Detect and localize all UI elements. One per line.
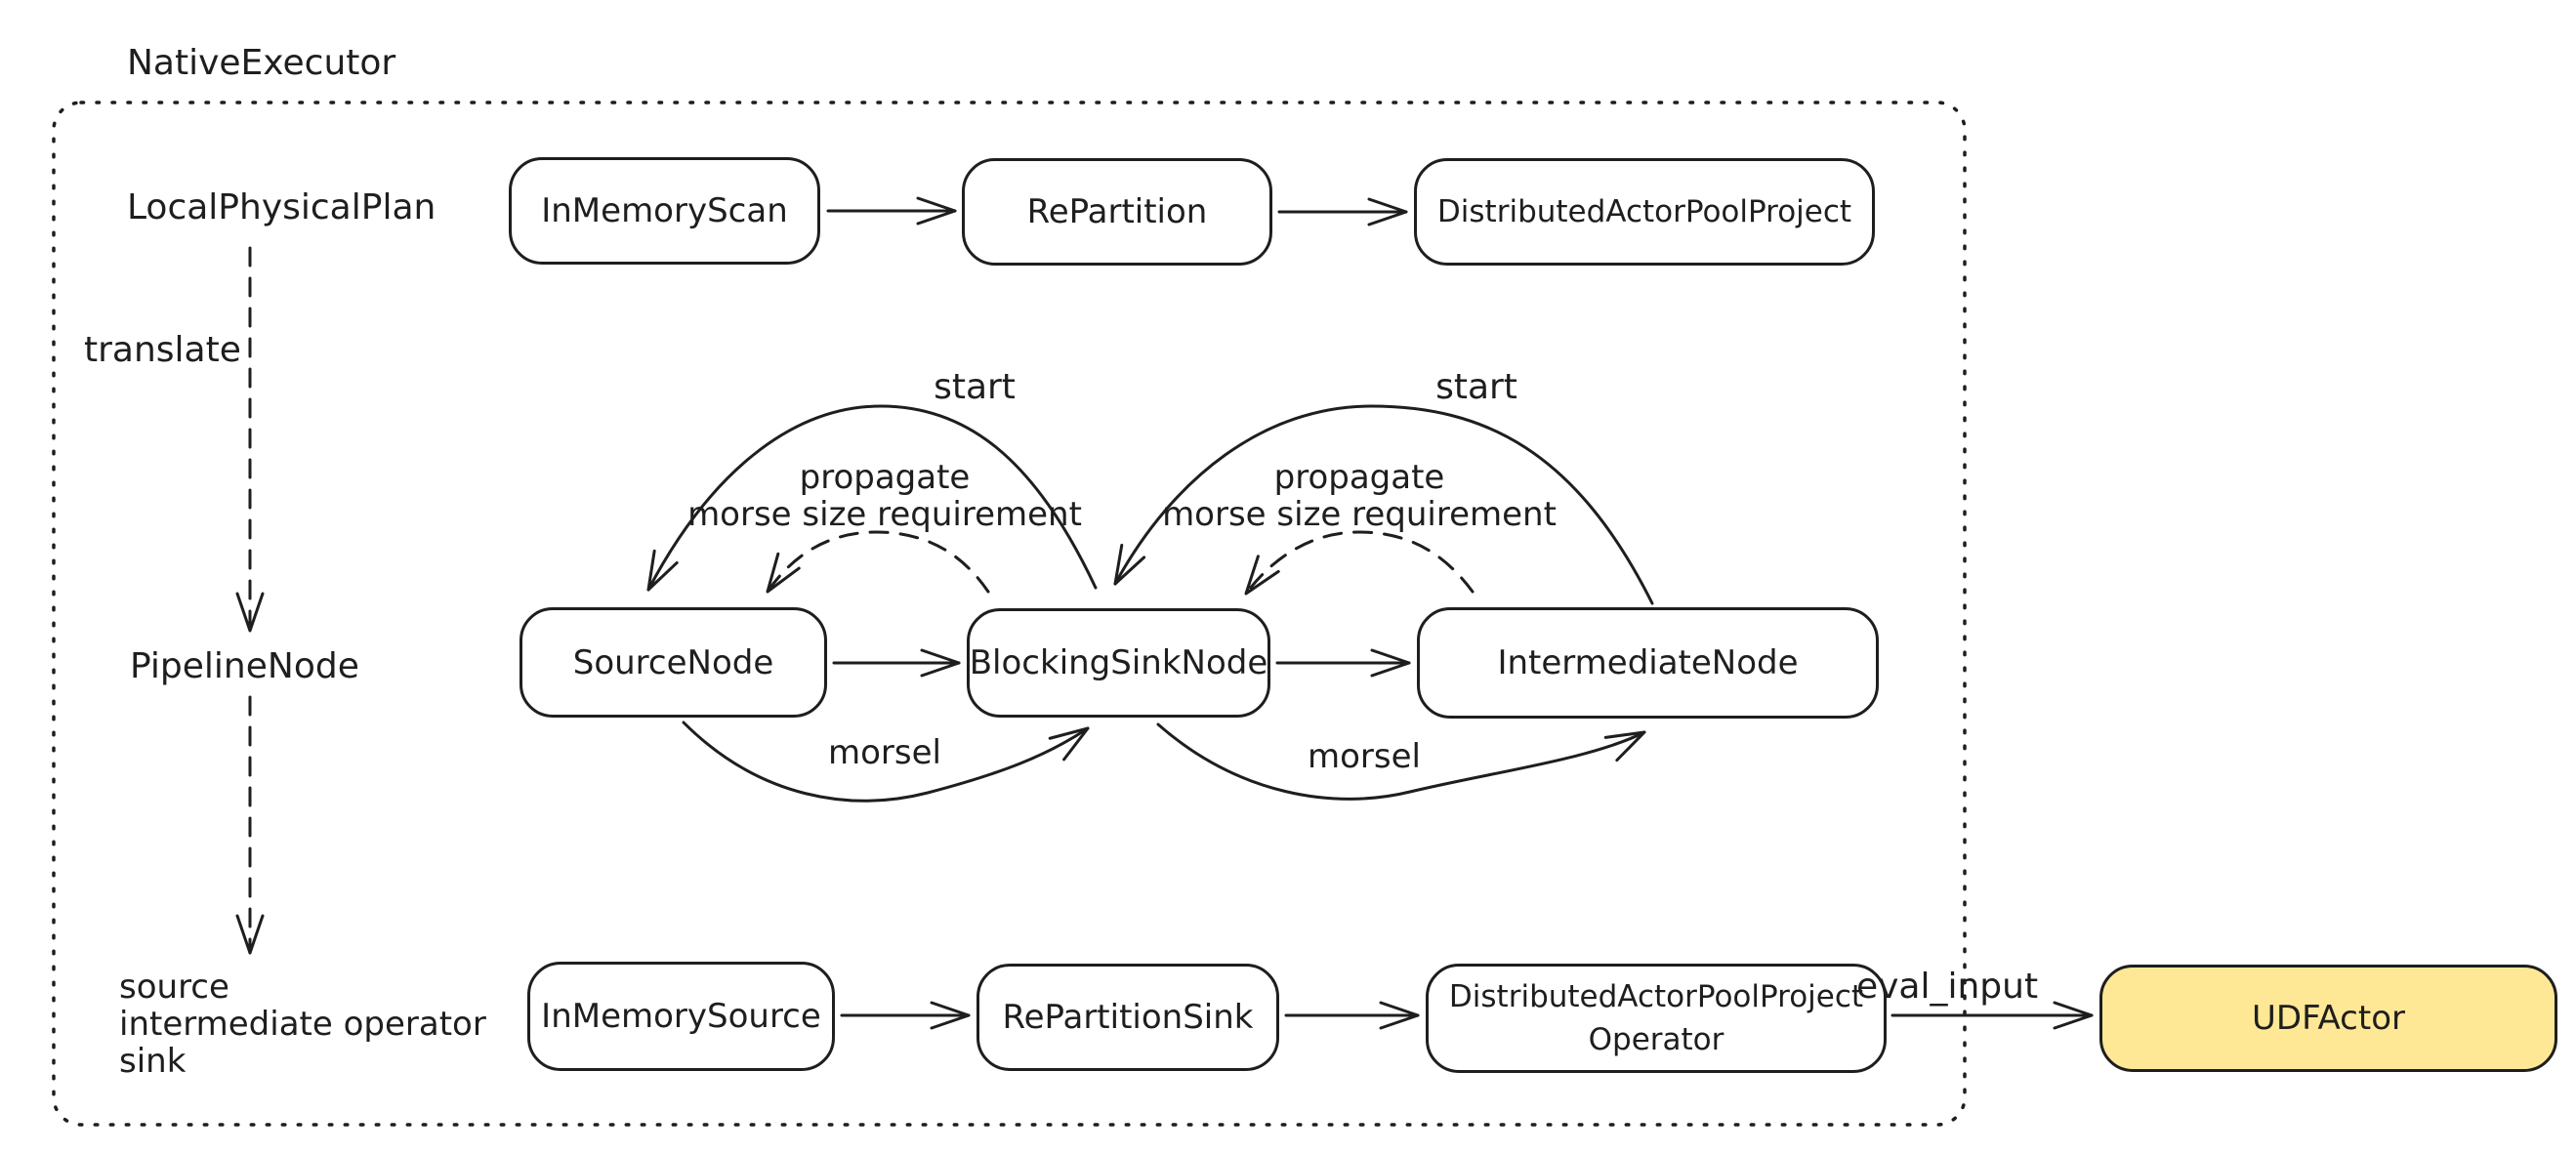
node-udf-actor: UDFActor <box>2099 965 2557 1072</box>
arc-start-1 <box>646 404 1098 592</box>
node-intermediate-node: IntermediateNode <box>1417 607 1879 719</box>
node-in-memory-scan: InMemoryScan <box>509 157 820 265</box>
arc-propagate-1 <box>766 530 990 594</box>
propagate-line2: morse size requirement <box>1162 495 1557 534</box>
start-label-1: start <box>934 367 1016 407</box>
morsel-label-1: morsel <box>828 733 941 772</box>
node-label: DistributedActorPoolProject <box>1436 194 1852 229</box>
node-label: InMemorySource <box>541 997 821 1036</box>
eval-input-label: eval_input <box>1855 967 2039 1007</box>
arc-start-2 <box>1113 404 1654 605</box>
start-label-2: start <box>1435 367 1517 407</box>
arc-morsel-1 <box>682 721 1090 803</box>
node-label: InMemoryScan <box>541 191 788 230</box>
node-re-partition-sink: RePartitionSink <box>976 964 1279 1071</box>
propagate-line2: morse size requirement <box>687 495 1082 534</box>
pipeline-rows-label: source intermediate operator sink <box>119 969 486 1080</box>
node-label: UDFActor <box>2252 999 2405 1038</box>
node-label: BlockingSinkNode <box>969 643 1268 682</box>
pipeline-node-label: PipelineNode <box>130 646 359 686</box>
node-label-line2: Operator <box>1588 1022 1724 1057</box>
propagate-label-2: propagate morse size requirement <box>1162 459 1557 533</box>
propagate-line1: propagate <box>799 458 971 497</box>
node-source-node: SourceNode <box>519 607 827 718</box>
row-label-source: source <box>119 968 229 1007</box>
row-label-sink: sink <box>119 1042 187 1081</box>
translate-label: translate <box>84 330 241 370</box>
node-label: RePartitionSink <box>1002 998 1254 1037</box>
node-dapp-operator: DistributedActorPoolProject Operator <box>1426 964 1887 1073</box>
native-executor-label: NativeExecutor <box>127 43 396 83</box>
node-re-partition: RePartition <box>962 158 1272 266</box>
node-label-line1: DistributedActorPoolProject <box>1448 979 1864 1014</box>
node-blocking-sink-node: BlockingSinkNode <box>967 608 1270 718</box>
node-distributed-actor-pool-project: DistributedActorPoolProject <box>1414 158 1875 266</box>
propagate-label-1: propagate morse size requirement <box>687 459 1082 533</box>
local-physical-plan-label: LocalPhysicalPlan <box>127 187 436 227</box>
arc-propagate-2 <box>1244 530 1475 596</box>
arc-morsel-2 <box>1156 722 1646 801</box>
node-label: RePartition <box>1026 192 1208 231</box>
node-label: SourceNode <box>572 642 774 682</box>
node-in-memory-source: InMemorySource <box>527 962 835 1071</box>
morsel-label-2: morsel <box>1308 737 1421 776</box>
propagate-line1: propagate <box>1273 458 1445 497</box>
row-label-intermediate-operator: intermediate operator <box>119 1005 486 1044</box>
node-label: IntermediateNode <box>1497 643 1799 682</box>
